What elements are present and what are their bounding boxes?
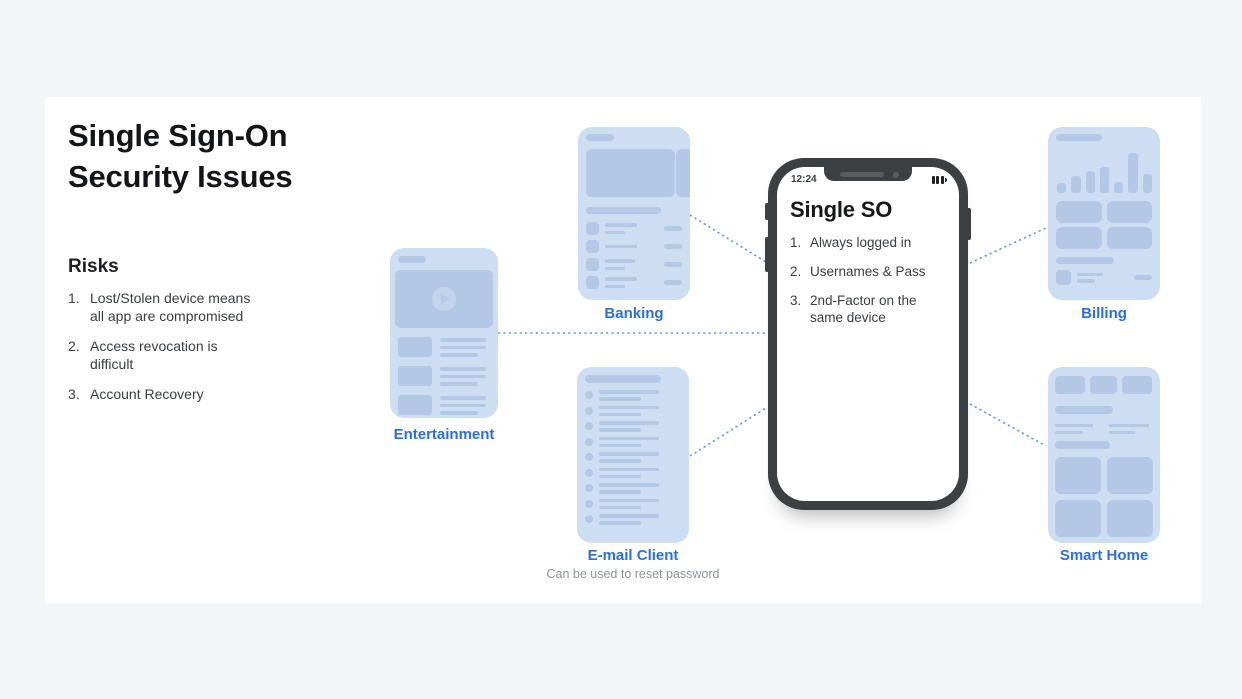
phone-mute-switch — [765, 203, 768, 220]
wireframe-header-pill — [1056, 134, 1102, 141]
speaker-slot-icon — [840, 171, 884, 177]
wireframe-row — [586, 258, 682, 271]
risk-text: Lost/Stolen device means all app are com… — [90, 290, 251, 324]
battery-icon — [931, 176, 947, 184]
camera-dot-icon — [893, 171, 899, 178]
risk-item: 3. Account Recovery — [68, 386, 308, 404]
risk-text: Access revocation is difficult — [90, 337, 218, 372]
wireframe-inbox-list — [585, 390, 681, 525]
item-number: 1. — [790, 235, 802, 250]
phone-power-button — [968, 208, 971, 240]
wireframe-header-pill — [585, 375, 661, 383]
risk-list: 1. Lost/Stolen device means all app are … — [68, 290, 308, 416]
entertainment-app-wireframe — [390, 248, 498, 418]
wireframe-text-columns — [1055, 424, 1153, 434]
wireframe-row — [1056, 270, 1152, 285]
wireframe-row — [585, 483, 681, 494]
item-text: Always logged in — [810, 235, 912, 250]
phone-content: Single SO 1. Always logged in 2. Usernam… — [790, 197, 949, 338]
risk-number: 3. — [68, 385, 80, 402]
banking-app-wireframe — [578, 127, 690, 300]
phone-notch — [824, 167, 912, 181]
wireframe-row — [395, 366, 493, 386]
wireframe-row — [585, 452, 681, 463]
wireframe-card-grid — [1056, 201, 1152, 249]
wireframe-transaction-list — [586, 222, 682, 289]
wireframe-title-pill — [1055, 441, 1110, 449]
wireframe-row — [585, 467, 681, 478]
banking-label: Banking — [604, 305, 664, 322]
wireframe-row — [586, 240, 682, 253]
item-text: 2nd-Factor on the same device — [810, 292, 917, 326]
wireframe-row — [395, 337, 493, 357]
wireframe-carousel-sliver — [676, 149, 690, 197]
wireframe-row — [585, 514, 681, 525]
wireframe-video-player — [395, 270, 493, 328]
wireframe-hero-card — [586, 149, 675, 197]
risk-item: 2. Access revocation is difficult — [68, 338, 308, 374]
billing-label: Billing — [1081, 305, 1127, 322]
wireframe-row — [585, 390, 681, 401]
item-number: 3. — [790, 292, 802, 308]
entertainment-label: Entertainment — [393, 426, 495, 443]
risks-heading: Risks — [68, 256, 119, 277]
play-icon — [432, 287, 456, 311]
phone-list-item: 2. Usernames & Pass — [790, 263, 949, 281]
status-time: 12:24 — [791, 174, 817, 185]
smarthome-label: Smart Home — [1059, 547, 1149, 564]
wireframe-row — [585, 436, 681, 447]
smarthome-app-wireframe — [1048, 367, 1160, 543]
wireframe-row — [395, 395, 493, 415]
phone-list-item: 1. Always logged in — [790, 234, 949, 252]
wireframe-header-pill — [586, 134, 614, 141]
wireframe-bar-chart — [1056, 153, 1152, 193]
phone-screen: 12:24 Single SO 1. Always logged in 2. U… — [777, 167, 959, 501]
wireframe-title-pill — [1055, 406, 1113, 414]
wireframe-row — [586, 222, 682, 235]
wireframe-device-grid — [1055, 457, 1153, 537]
phone-mockup: 12:24 Single SO 1. Always logged in 2. U… — [765, 158, 971, 510]
billing-app-wireframe — [1048, 127, 1160, 300]
risk-text: Account Recovery — [90, 385, 204, 402]
page-title: Single Sign-On Security Issues — [68, 118, 293, 194]
wireframe-row — [585, 421, 681, 432]
risk-number: 2. — [68, 337, 80, 354]
email-label: E-mail Client — [587, 547, 679, 564]
phone-volume-button — [765, 237, 768, 272]
item-number: 2. — [790, 263, 802, 279]
wireframe-row — [585, 405, 681, 416]
email-note: Can be used to reset password — [546, 567, 720, 581]
phone-list: 1. Always logged in 2. Usernames & Pass … — [790, 234, 949, 327]
item-text: Usernames & Pass — [810, 263, 926, 279]
risk-item: 1. Lost/Stolen device means all app are … — [68, 290, 308, 326]
phone-title: Single SO — [790, 197, 893, 222]
risk-number: 1. — [68, 290, 80, 306]
wireframe-divider-pill — [586, 207, 661, 214]
email-app-wireframe — [577, 367, 689, 543]
wireframe-header-pill — [398, 256, 426, 263]
wireframe-tabs — [1055, 376, 1153, 394]
wireframe-row — [585, 498, 681, 509]
wireframe-divider-pill — [1056, 257, 1114, 264]
phone-list-item: 3. 2nd-Factor on the same device — [790, 292, 949, 328]
wireframe-row — [586, 276, 682, 289]
